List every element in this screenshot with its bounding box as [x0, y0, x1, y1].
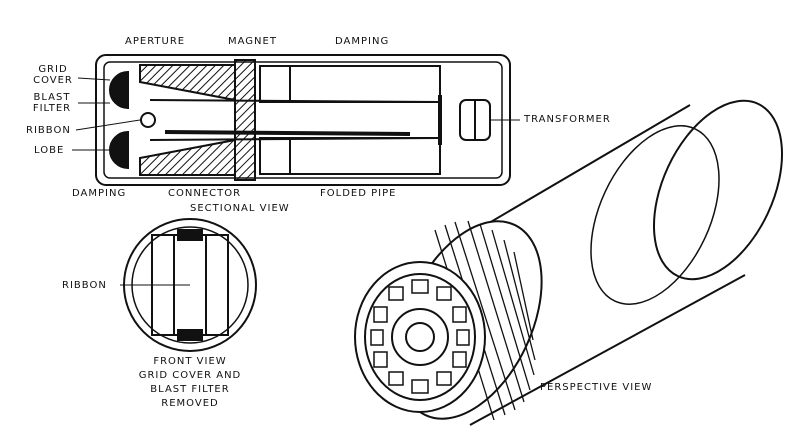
front-view-caption-3: BLAST FILTER	[150, 384, 230, 395]
sectional-view	[72, 54, 520, 186]
sectional-view-title: SECTIONAL VIEW	[190, 203, 290, 214]
label-connector: CONNECTOR	[168, 188, 242, 199]
front-view-caption-4: REMOVED	[161, 398, 219, 409]
label-lobe: LOBE	[34, 145, 65, 156]
label-damping-top: DAMPING	[335, 36, 390, 47]
front-view-caption-2: GRID COVER AND	[138, 370, 242, 381]
label-blast-filter: BLAST FILTER	[32, 92, 72, 114]
label-damping-bottom: DAMPING	[72, 188, 127, 199]
front-view-caption-1: FRONT VIEW	[153, 356, 227, 367]
label-ribbon: RIBBON	[26, 125, 71, 136]
label-magnet: MAGNET	[228, 36, 277, 47]
perspective-view	[354, 99, 784, 426]
front-view	[120, 218, 257, 352]
label-grid-cover: GRID COVER	[33, 64, 73, 86]
label-aperture: APERTURE	[125, 36, 186, 47]
label-transformer: TRANSFORMER	[524, 114, 611, 125]
label-front-ribbon: RIBBON	[62, 280, 107, 291]
label-folded-pipe: FOLDED PIPE	[320, 188, 397, 199]
perspective-view-caption: PERSPECTIVE VIEW	[540, 382, 653, 393]
